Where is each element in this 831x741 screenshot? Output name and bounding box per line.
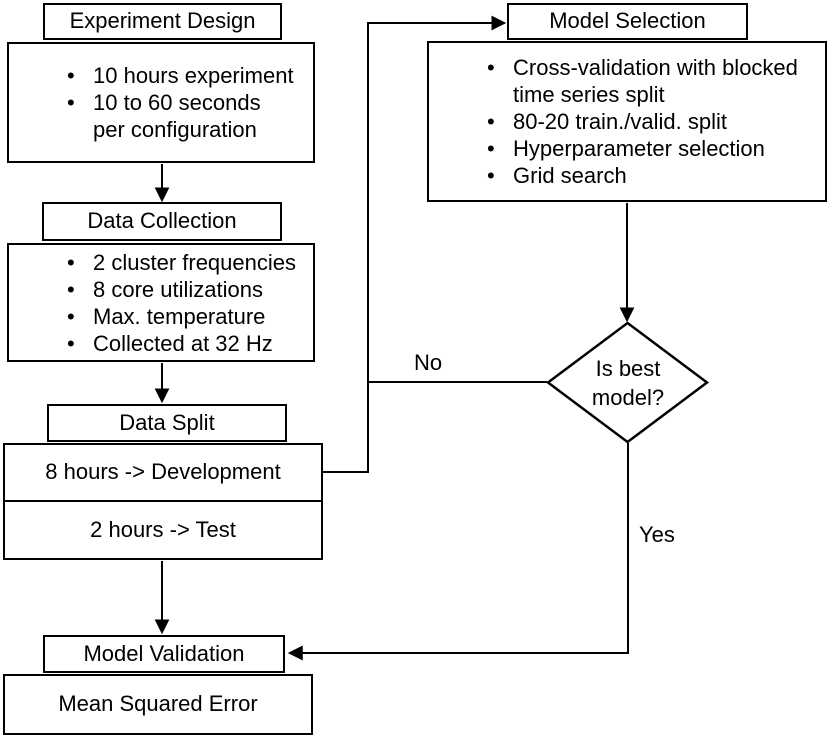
data-split-test-box: 2 hours -> Test [3, 500, 323, 560]
experiment-design-title-box: Experiment Design [43, 3, 282, 40]
decision-question: Is best model? [591, 355, 665, 410]
data-split-development-box: 8 hours -> Development [3, 443, 323, 502]
model-selection-list: Cross-validation with blocked time serie… [429, 54, 825, 189]
model-validation-metric-box: Mean Squared Error [3, 674, 313, 735]
list-item: Grid search [429, 162, 825, 189]
list-item: Hyperparameter selection [429, 135, 825, 162]
arrow-split-to-model-selection [323, 15, 507, 473]
decision-diamond [545, 321, 710, 444]
list-item: 10 to 60 seconds per configuration [9, 89, 313, 143]
data-collection-list: 2 cluster frequencies 8 core utilization… [9, 249, 313, 357]
experiment-design-content-box: 10 hours experiment 10 to 60 seconds per… [7, 42, 315, 163]
list-item: 10 hours experiment [9, 62, 313, 89]
data-collection-content-box: 2 cluster frequencies 8 core utilization… [7, 243, 315, 362]
yes-branch-label: Yes [637, 521, 677, 548]
model-validation-title: Model Validation [83, 640, 245, 666]
no-branch-label: No [412, 349, 445, 376]
data-collection-title: Data Collection [87, 208, 237, 234]
model-validation-title-box: Model Validation [43, 635, 285, 673]
arrow-yes-to-validation [287, 443, 629, 661]
data-collection-title-box: Data Collection [42, 202, 282, 241]
data-split-title: Data Split [119, 409, 215, 435]
data-split-title-box: Data Split [47, 404, 287, 442]
experiment-design-list: 10 hours experiment 10 to 60 seconds per… [9, 62, 313, 143]
model-selection-title-box: Model Selection [507, 3, 748, 40]
model-selection-title: Model Selection [549, 8, 706, 34]
list-item: Cross-validation with blocked time serie… [429, 54, 825, 108]
data-split-development: 8 hours -> Development [45, 459, 281, 485]
list-item: 2 cluster frequencies [9, 249, 313, 276]
list-item: 80-20 train./valid. split [429, 108, 825, 135]
model-validation-metric: Mean Squared Error [58, 691, 258, 717]
list-item: 8 core utilizations [9, 276, 313, 303]
list-item: Collected at 32 Hz [9, 330, 313, 357]
list-item: Max. temperature [9, 303, 313, 330]
experiment-design-title: Experiment Design [69, 8, 256, 34]
data-split-test: 2 hours -> Test [90, 516, 236, 542]
model-selection-content-box: Cross-validation with blocked time serie… [427, 41, 827, 202]
